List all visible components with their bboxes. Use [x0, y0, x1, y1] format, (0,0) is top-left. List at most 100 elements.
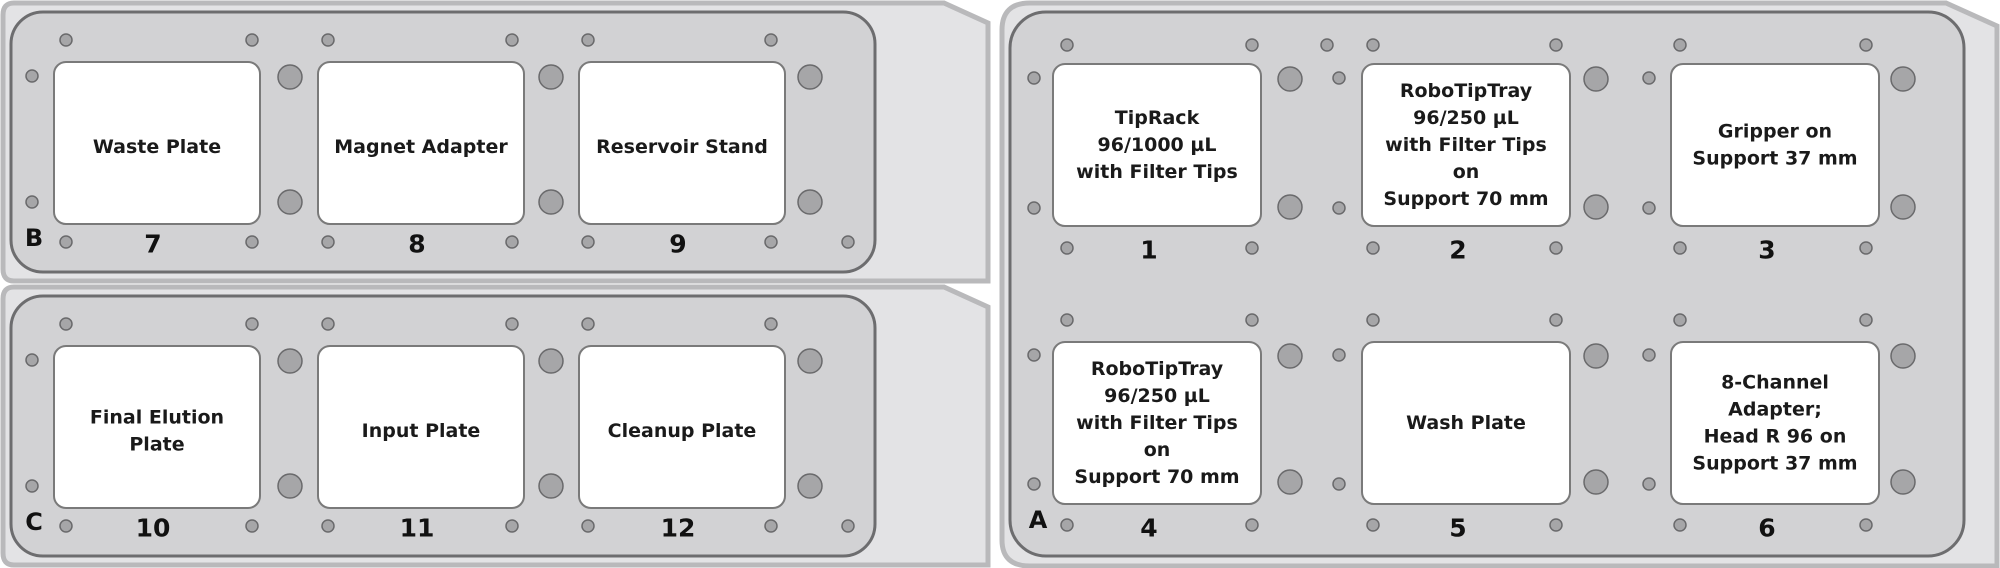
- position-number: 11: [400, 514, 435, 543]
- mounting-hole: [841, 519, 855, 533]
- mounting-hole: [25, 69, 39, 83]
- mounting-hole: [538, 64, 564, 90]
- bank-label: C: [25, 508, 43, 536]
- mounting-hole: [1549, 241, 1563, 255]
- slot-label-line: Support 70 mm: [1383, 188, 1548, 210]
- slot-label-line: with Filter Tips: [1076, 412, 1238, 434]
- slot-label-line: 96/250 µL: [1413, 107, 1519, 129]
- mounting-hole: [581, 235, 595, 249]
- mounting-hole: [1027, 348, 1041, 362]
- mounting-hole: [1320, 38, 1334, 52]
- mounting-hole: [581, 519, 595, 533]
- mounting-hole: [321, 519, 335, 533]
- slot-label-line: Plate: [129, 434, 184, 456]
- mounting-hole: [764, 519, 778, 533]
- mounting-hole: [1673, 38, 1687, 52]
- mounting-hole: [1027, 477, 1041, 491]
- slot-box: [1361, 341, 1571, 505]
- mounting-hole: [59, 33, 73, 47]
- slot-label-line: Wash Plate: [1406, 412, 1526, 434]
- slot-label-line: RoboTipTray: [1091, 358, 1224, 380]
- mounting-hole: [1245, 313, 1259, 327]
- mounting-hole: [505, 235, 519, 249]
- mounting-hole: [1366, 38, 1380, 52]
- mounting-hole: [1366, 518, 1380, 532]
- mounting-hole: [1890, 343, 1916, 369]
- mounting-hole: [797, 64, 823, 90]
- mounting-hole: [59, 519, 73, 533]
- mounting-hole: [764, 317, 778, 331]
- mounting-hole: [581, 33, 595, 47]
- mounting-hole: [1642, 477, 1656, 491]
- slot-label-line: Support 37 mm: [1692, 148, 1857, 170]
- mounting-hole: [505, 317, 519, 331]
- slot-label-line: Support 70 mm: [1074, 466, 1239, 488]
- slot-label-line: Reservoir Stand: [596, 136, 768, 158]
- mounting-hole: [1642, 348, 1656, 362]
- slot-label-line: Input Plate: [362, 420, 481, 442]
- position-number: 4: [1140, 514, 1157, 543]
- slot-box: [1670, 341, 1880, 505]
- mounting-hole: [1332, 71, 1346, 85]
- bank-label: B: [25, 224, 43, 252]
- deck-slot-11: Input Plate 11: [317, 345, 525, 543]
- slot-label-line: with Filter Tips: [1076, 161, 1238, 183]
- slot-box: [1052, 341, 1262, 505]
- mounting-hole: [505, 519, 519, 533]
- slot-label-line: 8-Channel: [1721, 372, 1829, 394]
- mounting-hole: [1549, 313, 1563, 327]
- mounting-hole: [277, 348, 303, 374]
- mounting-hole: [1332, 201, 1346, 215]
- slot-label-line: on: [1144, 439, 1171, 461]
- mounting-hole: [277, 189, 303, 215]
- mounting-hole: [321, 235, 335, 249]
- mounting-hole: [538, 189, 564, 215]
- slot-box: [53, 61, 261, 225]
- mounting-hole: [1245, 241, 1259, 255]
- mounting-hole: [1245, 38, 1259, 52]
- mounting-hole: [1027, 201, 1041, 215]
- mounting-hole: [581, 317, 595, 331]
- mounting-hole: [1277, 343, 1303, 369]
- slot-label-line: Magnet Adapter: [334, 136, 508, 158]
- mounting-hole: [1583, 66, 1609, 92]
- mounting-hole: [1060, 518, 1074, 532]
- slot-box: [317, 61, 525, 225]
- mounting-hole: [321, 33, 335, 47]
- slot-label-line: Cleanup Plate: [608, 420, 757, 442]
- slot-box: [578, 61, 786, 225]
- mounting-hole: [1859, 38, 1873, 52]
- mounting-hole: [1859, 518, 1873, 532]
- slot-label-line: Support 37 mm: [1692, 453, 1857, 475]
- mounting-hole: [538, 348, 564, 374]
- mounting-hole: [1060, 38, 1074, 52]
- mounting-hole: [797, 189, 823, 215]
- mounting-hole: [321, 317, 335, 331]
- mounting-hole: [1583, 194, 1609, 220]
- slot-label-line: Waste Plate: [93, 136, 221, 158]
- mounting-hole: [1890, 66, 1916, 92]
- mounting-hole: [1642, 201, 1656, 215]
- slot-box: [317, 345, 525, 509]
- mounting-hole: [1890, 469, 1916, 495]
- mounting-hole: [245, 519, 259, 533]
- mounting-hole: [1277, 194, 1303, 220]
- mounting-hole: [1859, 313, 1873, 327]
- mounting-hole: [1366, 241, 1380, 255]
- mounting-hole: [1366, 313, 1380, 327]
- mounting-hole: [25, 479, 39, 493]
- mounting-hole: [1673, 313, 1687, 327]
- mounting-hole: [245, 235, 259, 249]
- mounting-hole: [1859, 241, 1873, 255]
- mounting-hole: [1332, 477, 1346, 491]
